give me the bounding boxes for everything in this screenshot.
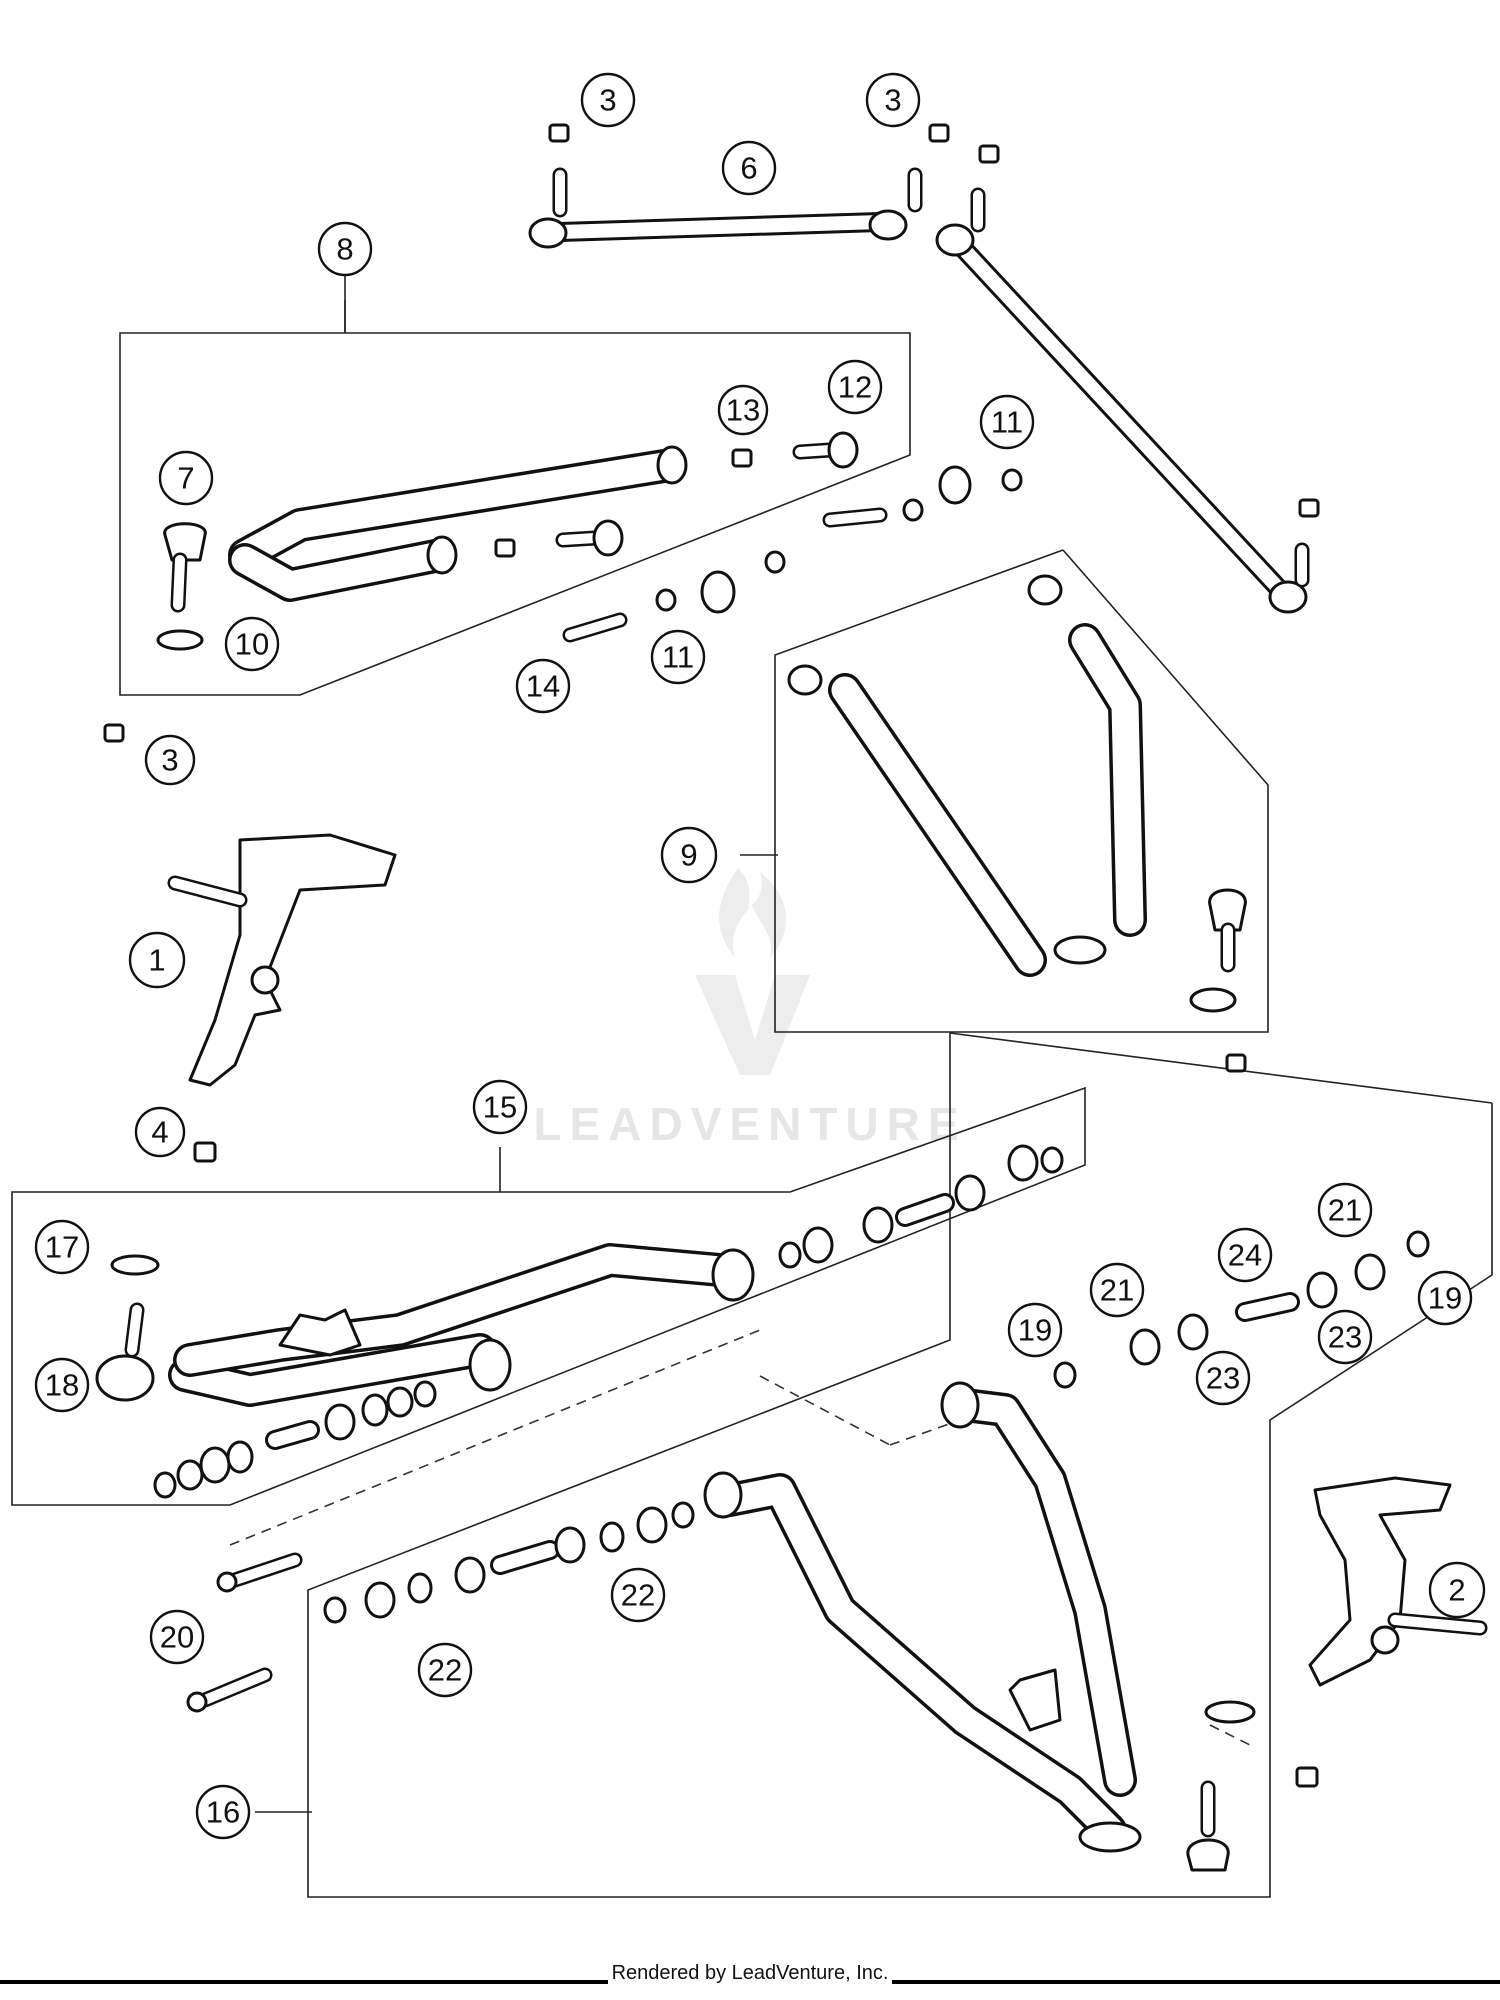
svg-text:15: 15 (483, 1090, 517, 1125)
callout-13[interactable]: 13 (717, 384, 769, 436)
lower-a-arm-left (95, 1243, 755, 1407)
svg-text:14: 14 (526, 669, 560, 704)
svg-text:24: 24 (1228, 1238, 1262, 1273)
svg-text:6: 6 (740, 151, 757, 186)
group-frame-8 (119, 300, 911, 696)
svg-text:13: 13 (726, 393, 760, 428)
bushing-stack-right-lower (323, 1230, 1430, 1624)
callout-23-a[interactable]: 23 (1317, 1309, 1373, 1365)
steering-knuckle-right (1308, 1476, 1488, 1687)
callout-16[interactable]: 16 (195, 1784, 251, 1840)
svg-text:3: 3 (161, 743, 178, 778)
svg-text:20: 20 (160, 1620, 194, 1655)
footer-credit-text: Rendered by LeadVenture, Inc. (607, 1962, 893, 1984)
svg-text:21: 21 (1100, 1273, 1134, 1308)
svg-text:19: 19 (1428, 1281, 1462, 1316)
callout-18[interactable]: 18 (34, 1357, 90, 1413)
callout-3-a[interactable]: 3 (580, 72, 636, 128)
callout-3-c[interactable]: 3 (144, 734, 196, 786)
svg-text:12: 12 (838, 370, 872, 405)
svg-text:1: 1 (148, 943, 165, 978)
group-frame-16 (307, 1032, 1493, 1898)
callout-9[interactable]: 9 (660, 826, 718, 884)
svg-text:11: 11 (991, 405, 1023, 440)
bushing-stack-left-lower (153, 1144, 1064, 1499)
lower-a-arm-right (703, 1381, 1256, 1872)
svg-text:17: 17 (45, 1230, 79, 1265)
svg-text:4: 4 (151, 1115, 168, 1150)
svg-text:23: 23 (1206, 1361, 1240, 1396)
callout-12[interactable]: 12 (827, 359, 883, 415)
svg-text:7: 7 (177, 461, 194, 496)
watermark-flame-icon (719, 868, 787, 958)
svg-text:23: 23 (1328, 1320, 1362, 1355)
tie-rod-top (528, 167, 923, 249)
callout-22-b[interactable]: 22 (417, 1642, 473, 1698)
callout-4[interactable]: 4 (134, 1106, 186, 1158)
svg-text:22: 22 (621, 1578, 655, 1613)
svg-text:2: 2 (1448, 1573, 1465, 1608)
svg-text:18: 18 (45, 1368, 79, 1403)
callout-20[interactable]: 20 (149, 1609, 205, 1665)
group-frame-9 (774, 549, 1269, 1033)
callout-23-b[interactable]: 23 (1195, 1350, 1251, 1406)
svg-text:8: 8 (336, 232, 353, 267)
svg-text:19: 19 (1018, 1313, 1052, 1348)
callout-1[interactable]: 1 (128, 931, 186, 989)
callout-17[interactable]: 17 (34, 1219, 90, 1275)
callout-6[interactable]: 6 (721, 140, 777, 196)
svg-text:22: 22 (428, 1653, 462, 1688)
watermark-v-icon (695, 975, 810, 1075)
callout-19-b[interactable]: 19 (1417, 1270, 1473, 1326)
svg-text:9: 9 (680, 838, 697, 873)
nut-group (103, 123, 1320, 1788)
callout-8[interactable]: 8 (317, 221, 373, 277)
leadventure-watermark: LEADVENTURE (533, 868, 966, 1150)
group-frame-15 (11, 1086, 1086, 1506)
upper-a-arm-left (156, 431, 859, 651)
upper-a-arm-right (562, 465, 1247, 1013)
tie-rod-long (935, 187, 1310, 614)
svg-text:10: 10 (235, 627, 269, 662)
footer: Rendered by LeadVenture, Inc. (0, 1962, 1500, 2000)
svg-text:21: 21 (1328, 1193, 1362, 1228)
callout-22-a[interactable]: 22 (610, 1567, 666, 1623)
svg-text:3: 3 (599, 83, 616, 118)
callout-24[interactable]: 24 (1217, 1227, 1273, 1283)
bolts-20 (186, 1552, 303, 1713)
callout-2[interactable]: 2 (1428, 1561, 1486, 1619)
watermark-text: LEADVENTURE (533, 1098, 966, 1150)
footer-credit: Rendered by LeadVenture, Inc. (0, 1962, 1500, 1985)
callout-10[interactable]: 10 (224, 616, 280, 672)
callout-19-a[interactable]: 19 (1007, 1302, 1063, 1358)
steering-knuckle-left (167, 833, 397, 1087)
callout-11-b[interactable]: 11 (650, 629, 706, 685)
callout-21-b[interactable]: 21 (1089, 1262, 1145, 1318)
callout-3-b[interactable]: 3 (865, 72, 921, 128)
svg-text:3: 3 (884, 83, 901, 118)
callout-14[interactable]: 14 (515, 658, 571, 714)
callout-15[interactable]: 15 (472, 1079, 528, 1135)
svg-text:16: 16 (206, 1795, 240, 1830)
callout-7[interactable]: 7 (158, 450, 214, 506)
callout-11-a[interactable]: 11 (979, 394, 1035, 450)
callout-21-a[interactable]: 21 (1317, 1182, 1373, 1238)
svg-text:11: 11 (662, 640, 694, 675)
